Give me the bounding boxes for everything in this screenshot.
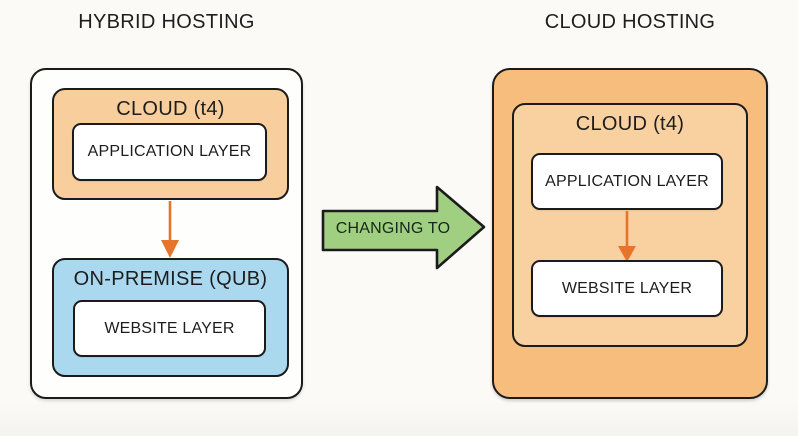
website-layer-label-right: WEBSITE LAYER <box>561 279 693 297</box>
hybrid-hosting-container: CLOUD (t4) APPLICATION LAYER ON-PREMISE … <box>30 68 303 399</box>
cloud-t4-group-right: CLOUD (t4) APPLICATION LAYER WEBSITE LAY… <box>512 103 748 347</box>
down-arrow-icon <box>618 211 636 262</box>
onpremise-qub-label: ON-PREMISE (QUB) <box>73 268 268 290</box>
left-panel-title: HYBRID HOSTING <box>78 11 255 33</box>
website-layer-box-left: WEBSITE LAYER <box>73 300 266 357</box>
right-panel-title: CLOUD HOSTING <box>544 11 716 33</box>
cloud-hosting-container: CLOUD (t4) APPLICATION LAYER WEBSITE LAY… <box>492 68 768 399</box>
application-layer-label-right: APPLICATION LAYER <box>545 172 709 190</box>
onpremise-qub-group: ON-PREMISE (QUB) WEBSITE LAYER <box>52 258 289 377</box>
cloud-t4-label-right: CLOUD (t4) <box>575 113 685 135</box>
application-layer-label-left: APPLICATION LAYER <box>87 143 252 160</box>
application-layer-box-right: APPLICATION LAYER <box>531 153 723 210</box>
down-arrow-icon <box>161 201 179 258</box>
website-layer-box-right: WEBSITE LAYER <box>531 260 723 317</box>
application-layer-box-left: APPLICATION LAYER <box>72 123 267 181</box>
cloud-t4-group-left: CLOUD (t4) APPLICATION LAYER <box>52 88 289 200</box>
website-layer-label-left: WEBSITE LAYER <box>104 319 235 337</box>
changing-to-label: CHANGING TO <box>335 220 451 237</box>
cloud-t4-label-left: CLOUD (t4) <box>116 98 225 120</box>
changing-to-arrow-icon <box>321 185 486 270</box>
